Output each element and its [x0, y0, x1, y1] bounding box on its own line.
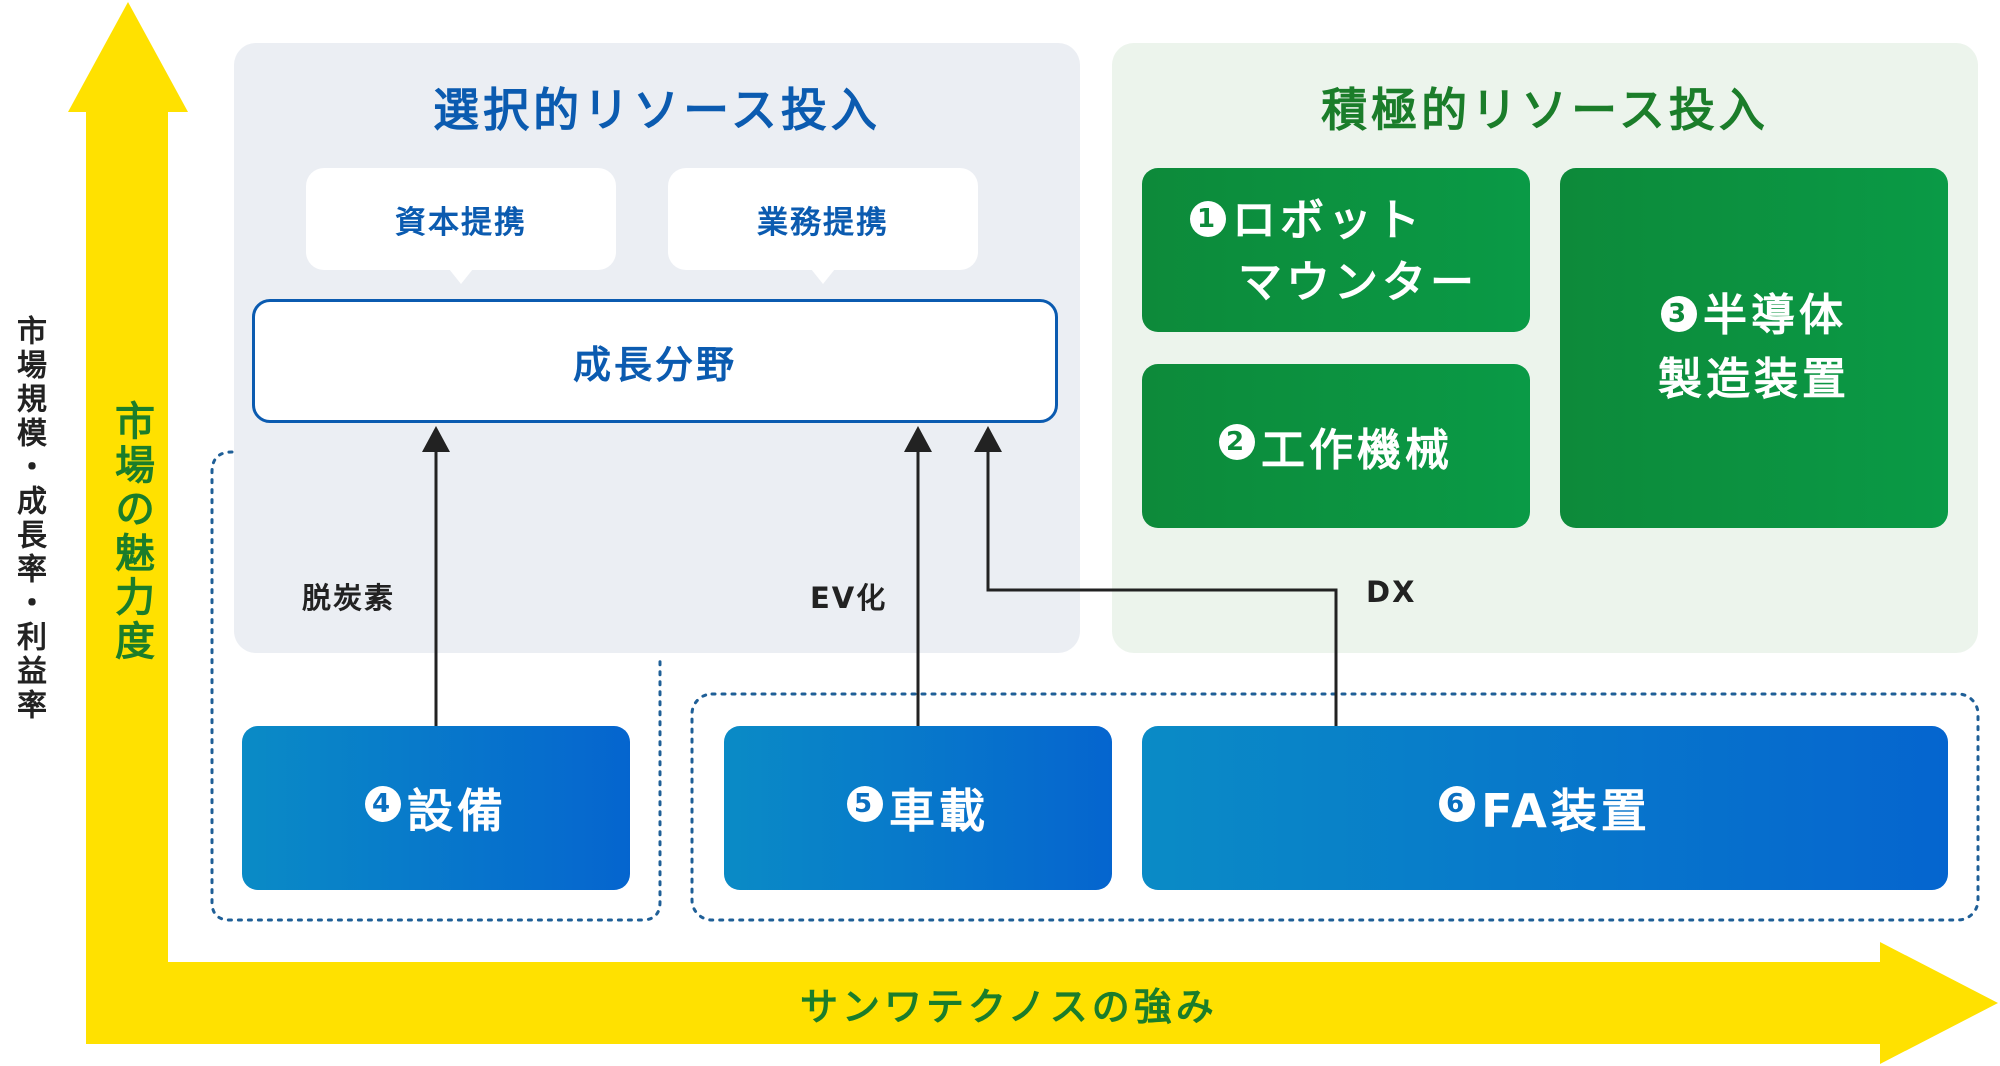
number-badge: 4 — [365, 786, 401, 822]
x-axis-arrow-shaft — [86, 962, 1884, 1044]
machine-tool-label: 工作機械 — [1261, 425, 1453, 476]
y-axis-label: 市場の魅力度 — [108, 400, 154, 664]
robot-label: ロボット — [1232, 195, 1424, 246]
manufacturing-equipment-label: 製造装置 — [1658, 354, 1850, 405]
trend-label-decarbonization: 脱炭素 — [302, 581, 396, 615]
trend-label-dx: DX — [1366, 575, 1417, 609]
number-badge: 3 — [1661, 296, 1697, 332]
number-badge: 1 — [1190, 201, 1226, 237]
ev-arrow-head — [904, 426, 932, 452]
business-alliance-bubble: 業務提携 — [668, 168, 978, 284]
mounter-label: マウンター — [1238, 257, 1478, 308]
number-badge: 5 — [847, 786, 883, 822]
fa-equipment-label: FA装置 — [1481, 784, 1651, 838]
y-axis-arrow-shaft — [86, 110, 168, 1044]
y-axis-outer-label: 市場規模・成長率・利益率 — [11, 315, 46, 723]
equipment-label: 設備 — [407, 784, 507, 838]
number-badge: 6 — [1439, 786, 1476, 822]
dx-arrow-head — [974, 426, 1002, 452]
automotive-label: 車載 — [889, 784, 989, 838]
dx-arrow-line — [986, 448, 1338, 726]
x-axis-label: サンワテクノスの強み — [800, 985, 1218, 1029]
growth-field-box: 成長分野 — [252, 299, 1058, 423]
trend-label-ev: EV化 — [810, 581, 888, 615]
semiconductor-label: 半導体 — [1703, 290, 1847, 341]
selective-investment-title: 選択的リソース投入 — [433, 83, 881, 137]
number-badge: 2 — [1219, 424, 1255, 460]
equipment-group-outline — [210, 450, 662, 922]
decarbonization-arrow-head — [422, 426, 450, 452]
active-investment-title: 積極的リソース投入 — [1321, 83, 1769, 137]
capital-alliance-bubble: 資本提携 — [306, 168, 616, 284]
